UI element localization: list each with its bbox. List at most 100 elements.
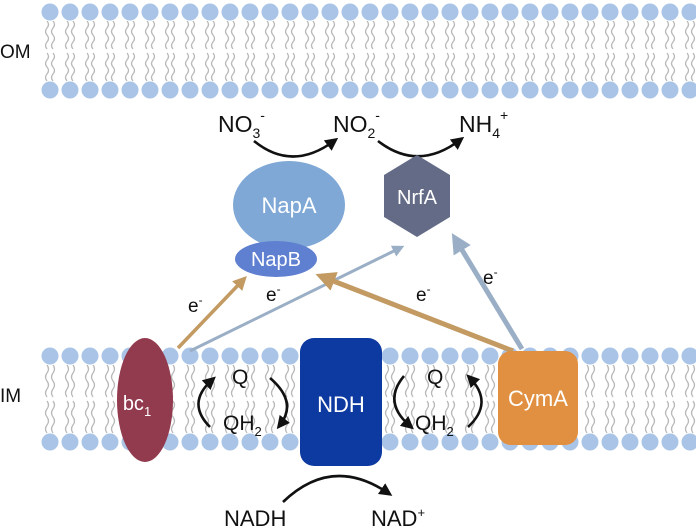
lipid-head (41, 347, 59, 365)
quinone-to-quinol-arrow-right (393, 375, 414, 430)
lipid-tail (50, 364, 56, 398)
lipid-head (201, 3, 219, 21)
lipid-head (361, 81, 379, 99)
lipid-head (661, 3, 679, 21)
napB-protein (235, 241, 317, 277)
lipid-tail (224, 52, 230, 82)
lipid-tail (404, 20, 410, 50)
electron-arrow-bc1-to-napB (176, 275, 247, 350)
lipid-head (661, 347, 679, 365)
lipid-tail (270, 400, 276, 434)
lipid-head (641, 3, 659, 21)
lipid-tail (64, 364, 70, 398)
lipid-tail (164, 52, 170, 82)
lipid-tail (464, 52, 470, 82)
lipid-tail (284, 20, 290, 50)
lipid-head (201, 347, 219, 365)
lipid-tail (190, 20, 196, 50)
lipid-tail (204, 52, 210, 82)
inner-membrane-label: IM (0, 386, 21, 407)
lipid-head (661, 81, 679, 99)
lipid-head (121, 81, 139, 99)
lipid-head (681, 433, 696, 451)
lipid-tail (344, 52, 350, 82)
quinone-left-label: Q (232, 366, 248, 389)
lipid-tail (404, 52, 410, 82)
lipid-tail (650, 400, 656, 434)
lipid-head (521, 81, 539, 99)
lipid-tail (450, 400, 456, 434)
lipid-tail (670, 20, 676, 50)
lipid-head (101, 81, 119, 99)
lipid-tail (484, 364, 490, 398)
lipid-head (661, 433, 679, 451)
lipid-head (81, 347, 99, 365)
lipid-head (681, 81, 696, 99)
lipid-head (241, 81, 259, 99)
quinol-to-quinone-arrow-right (466, 374, 483, 428)
lipid-tail (270, 20, 276, 50)
lipid-tail (70, 52, 76, 82)
lipid-tail (44, 400, 50, 434)
lipid-head (601, 347, 619, 365)
lipid-head (381, 3, 399, 21)
lipid-tail (290, 52, 296, 82)
lipid-head (541, 81, 559, 99)
lipid-tail (304, 52, 310, 82)
lipid-tail (584, 400, 590, 434)
lipid-tail (270, 52, 276, 82)
nadh-label: NADH (224, 506, 286, 529)
lipid-tail (290, 364, 296, 398)
lipid-tail (204, 20, 210, 50)
lipid-head (361, 3, 379, 21)
lipid-tail (670, 400, 676, 434)
lipid-tail (684, 52, 690, 82)
lipid-head (601, 3, 619, 21)
lipid-tail (690, 364, 696, 398)
lipid-tail (310, 52, 316, 82)
lipid-head (401, 3, 419, 21)
lipid-head (41, 81, 59, 99)
lipid-tail (630, 400, 636, 434)
napA-protein (233, 161, 345, 249)
lipid-tail (510, 20, 516, 50)
lipid-tail (690, 52, 696, 82)
lipid-tail (410, 20, 416, 50)
lipid-tail (244, 20, 250, 50)
lipid-tail (430, 364, 436, 398)
lipid-head (41, 433, 59, 451)
lipid-tail (244, 400, 250, 434)
lipid-tail (490, 364, 496, 398)
lipid-tail (464, 20, 470, 50)
lipid-tail (650, 20, 656, 50)
lipid-tail (610, 400, 616, 434)
lipid-tail (444, 400, 450, 434)
lipid-tail (450, 20, 456, 50)
electron-arrow-cymA-to-napB (315, 272, 514, 354)
lipid-tail (250, 364, 256, 398)
electron-arrow-cymA-to-nrfA (451, 233, 525, 351)
outer-membrane (41, 3, 696, 99)
lipid-head (81, 3, 99, 21)
outer-membrane-label: OM (0, 42, 31, 63)
lipid-tail (184, 400, 190, 434)
lipid-tail (610, 52, 616, 82)
lipid-head (161, 3, 179, 21)
lipid-head (501, 81, 519, 99)
lipid-tail (84, 52, 90, 82)
lipid-head (681, 347, 696, 365)
lipid-tail (44, 20, 50, 50)
lipid-tail (650, 364, 656, 398)
lipid-head (601, 433, 619, 451)
lipid-tail (110, 400, 116, 434)
lipid-head (101, 347, 119, 365)
lipid-tail (624, 52, 630, 82)
lipid-tail (424, 20, 430, 50)
ndh-complex (300, 338, 382, 466)
lipid-tail (164, 20, 170, 50)
lipid-tail (350, 52, 356, 82)
lipid-head (581, 433, 599, 451)
lipid-tail (570, 52, 576, 82)
lipid-head (281, 347, 299, 365)
